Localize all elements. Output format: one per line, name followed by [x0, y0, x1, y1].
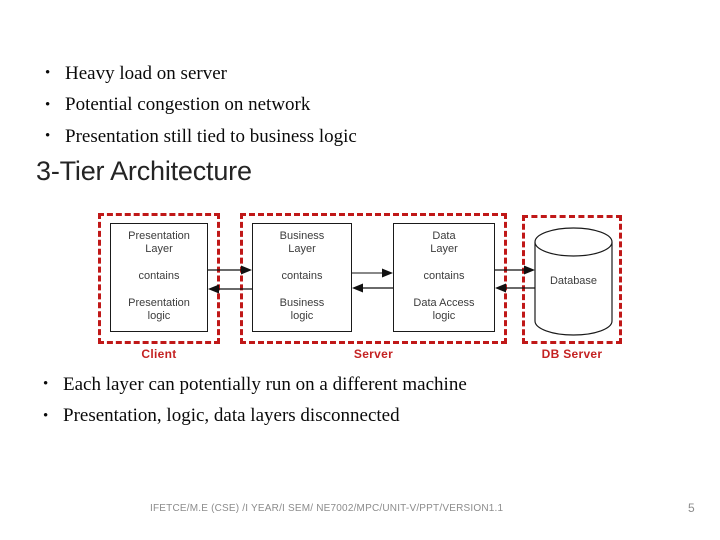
bullet-icon: • — [45, 96, 51, 113]
list-item: • Potential congestion on network — [45, 90, 357, 122]
bullet-text: Presentation still tied to business logi… — [65, 125, 357, 147]
page-title: 3-Tier Architecture — [36, 156, 252, 186]
bullet-icon: • — [45, 128, 51, 145]
bullet-icon: • — [45, 65, 51, 82]
client-tier-boundary — [98, 213, 220, 344]
bullet-text: Presentation, logic, data layers disconn… — [63, 405, 400, 427]
top-bullet-list: • Heavy load on server • Potential conge… — [45, 58, 357, 153]
slide-footer: IFETCE/M.E (CSE) /I YEAR/I SEM/ NE7002/M… — [150, 503, 504, 514]
business-layer-box: Business Layer contains Business logic — [252, 223, 352, 332]
db-server-tier-boundary — [522, 215, 622, 344]
list-item: • Presentation, logic, data layers disco… — [43, 401, 467, 433]
list-item: • Presentation still tied to business lo… — [45, 121, 357, 153]
list-item: • Heavy load on server — [45, 58, 357, 90]
bullet-icon: • — [43, 407, 49, 424]
contains-text: contains — [281, 269, 323, 282]
list-item: • Each layer can potentially run on a di… — [43, 369, 467, 401]
bullet-icon: • — [43, 376, 49, 393]
layer-logic: Business logic — [279, 296, 325, 322]
layer-logic: Presentation logic — [128, 296, 190, 322]
server-tier-boundary — [240, 213, 507, 344]
bullet-text: Heavy load on server — [65, 62, 227, 84]
presentation-layer-box: Presentation Layer contains Presentation… — [110, 223, 208, 332]
db-server-tier-label: DB Server — [541, 347, 603, 361]
data-layer-box: Data Layer contains Data Access logic — [393, 223, 495, 332]
three-tier-architecture-diagram: Presentation Layer contains Presentation… — [0, 205, 720, 365]
server-tier-label: Server — [353, 347, 394, 361]
layer-logic: Data Access logic — [413, 296, 475, 322]
page-number: 5 — [688, 501, 695, 515]
layer-name: Data Layer — [430, 230, 458, 256]
layer-name: Business Layer — [279, 230, 325, 256]
contains-text: contains — [423, 269, 465, 282]
database-label: Database — [549, 275, 598, 287]
client-tier-label: Client — [141, 347, 177, 361]
layer-name: Presentation Layer — [128, 230, 190, 256]
bullet-text: Each layer can potentially run on a diff… — [63, 373, 467, 395]
bottom-bullet-list: • Each layer can potentially run on a di… — [43, 369, 467, 432]
contains-text: contains — [138, 269, 180, 282]
bullet-text: Potential congestion on network — [65, 94, 311, 116]
